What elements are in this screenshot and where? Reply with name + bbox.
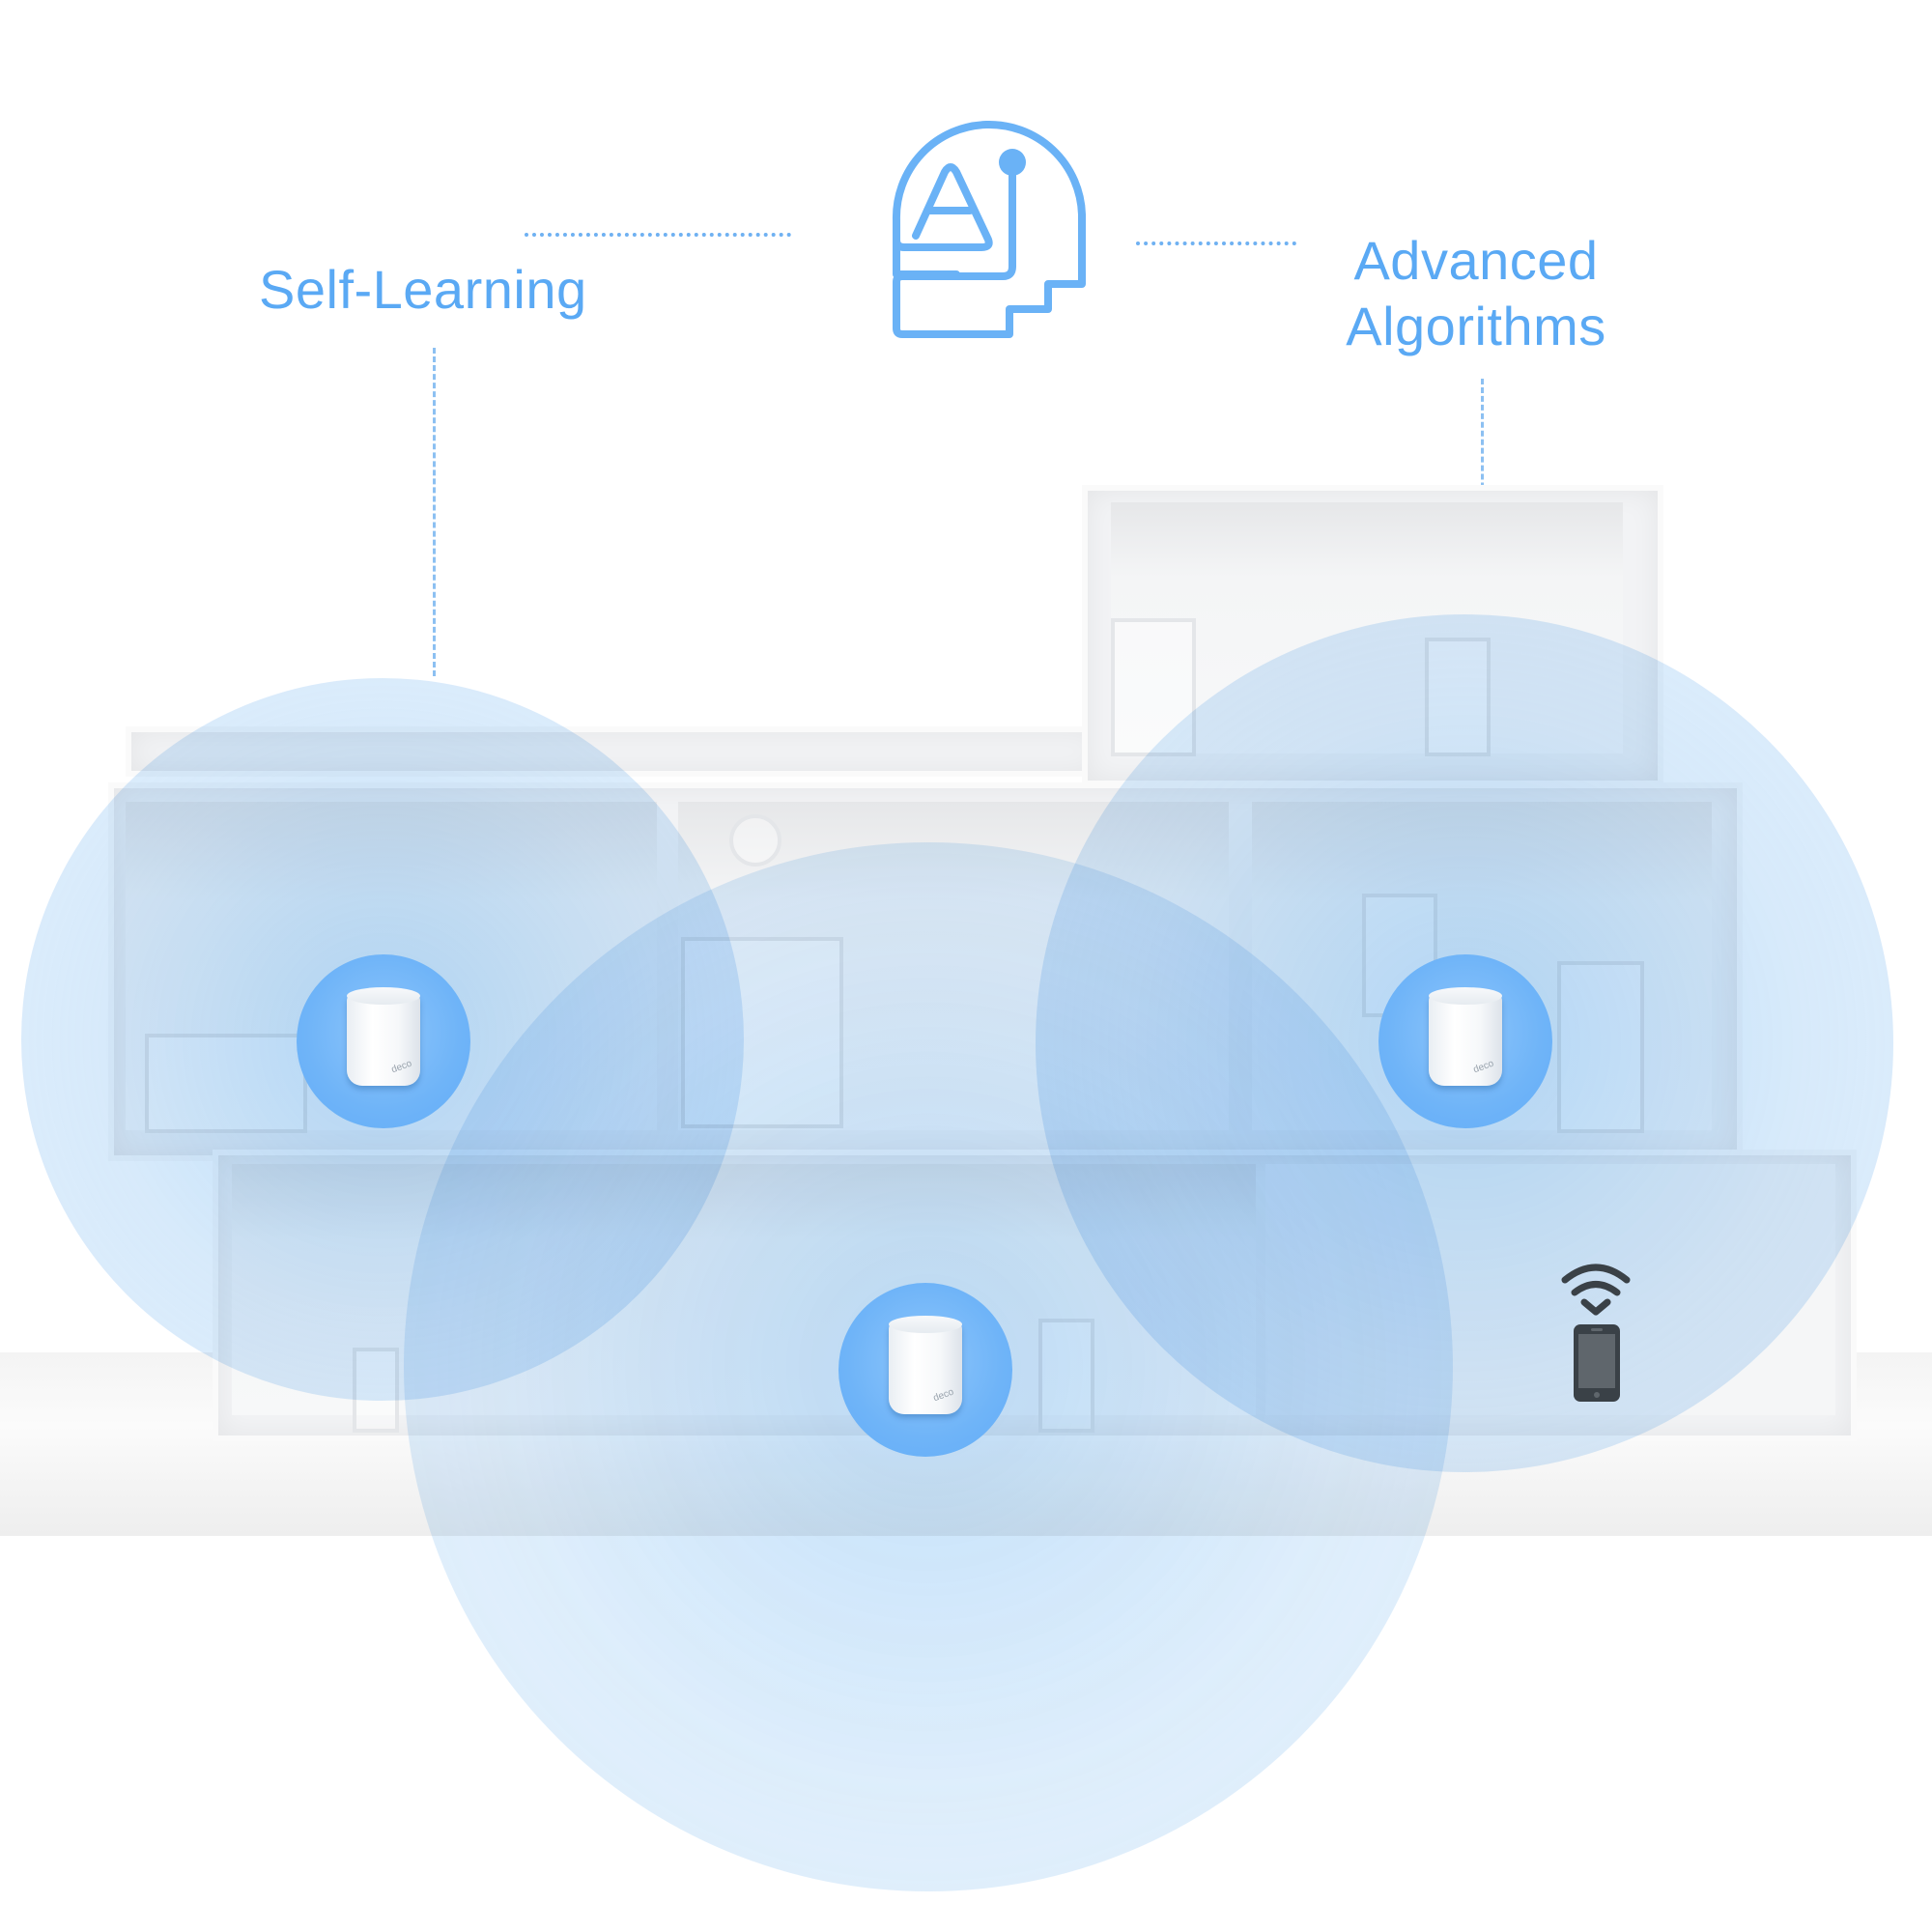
advanced-algorithms-line2: Algorithms — [1346, 296, 1606, 356]
dining-chair — [1038, 1319, 1094, 1433]
left-connector-line — [525, 233, 791, 237]
right-connector-line — [1136, 242, 1296, 245]
mesh-node-upstairs-right: deco — [1378, 954, 1552, 1128]
clock — [729, 814, 781, 867]
mesh-wifi-unit-icon: deco — [889, 1316, 962, 1414]
advanced-algorithms-line1: Advanced — [1353, 230, 1599, 291]
mesh-node-upstairs-left: deco — [297, 954, 470, 1128]
mesh-wifi-unit-icon: deco — [1429, 987, 1502, 1086]
mesh-wifi-unit-icon: deco — [347, 987, 420, 1086]
advanced-algorithms-label: Advanced Algorithms — [1341, 228, 1611, 359]
node-brand-text: deco — [390, 1058, 414, 1076]
ai-head-icon — [892, 120, 1086, 338]
node-brand-text: deco — [932, 1386, 956, 1405]
left-vertical-connector — [433, 348, 436, 676]
mesh-node-ground-center: deco — [838, 1283, 1012, 1457]
smartphone-wifi-icon — [1561, 1264, 1631, 1402]
node-brand-text: deco — [1472, 1058, 1496, 1076]
self-learning-label: Self-Learning — [259, 259, 587, 320]
